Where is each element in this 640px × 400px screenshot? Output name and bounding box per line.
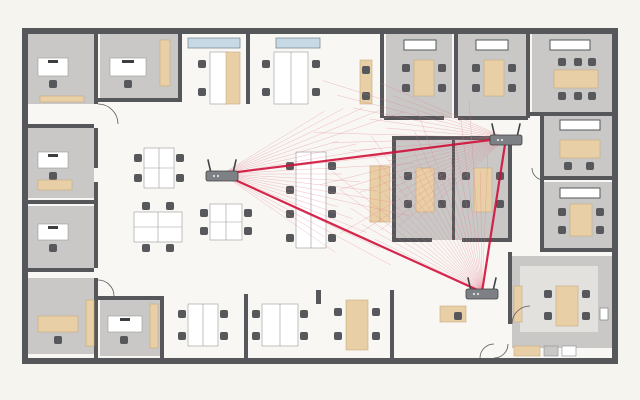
coverage-ray bbox=[221, 111, 404, 175]
coverage-ray bbox=[379, 137, 507, 231]
coverage-ray bbox=[414, 171, 483, 293]
coverage-ray bbox=[379, 82, 507, 139]
coverage-ray bbox=[221, 173, 336, 253]
coverage-ray bbox=[379, 137, 507, 194]
wifi-router-icon bbox=[465, 277, 499, 300]
coverage-ray bbox=[392, 211, 483, 293]
windows bbox=[187, 37, 601, 199]
routers bbox=[205, 123, 523, 300]
coverage-ray bbox=[352, 107, 507, 139]
wifi-router-icon bbox=[489, 123, 523, 146]
coverage-ray bbox=[221, 108, 384, 175]
coverage-ray bbox=[350, 207, 483, 293]
signal-link-ap-top-right-ap-bottom bbox=[480, 137, 508, 293]
coverage-ray bbox=[314, 132, 507, 139]
coverage-ray bbox=[221, 111, 325, 175]
coverage-ray bbox=[319, 137, 507, 186]
coverage-ray bbox=[481, 154, 489, 293]
coverage-ray bbox=[221, 173, 360, 182]
coverage-ray bbox=[447, 176, 483, 293]
coverage-ray bbox=[373, 155, 483, 293]
coverage-ray bbox=[460, 119, 483, 293]
coverage-ray bbox=[339, 137, 507, 190]
coverage-ray bbox=[221, 107, 364, 175]
coverage-ray bbox=[332, 137, 507, 143]
coverage-ray bbox=[340, 190, 483, 293]
coverage-ray bbox=[480, 172, 483, 293]
coverage-ray bbox=[221, 173, 338, 207]
coverage-ray bbox=[361, 224, 483, 293]
coverage-ray bbox=[369, 118, 507, 139]
coverage-ray bbox=[388, 137, 507, 162]
coverage-ray bbox=[399, 137, 507, 226]
signal-links bbox=[221, 136, 508, 294]
coverage-ray bbox=[332, 171, 483, 293]
coverage-ray bbox=[360, 137, 507, 234]
coverage-ray bbox=[221, 173, 353, 219]
doors bbox=[97, 103, 545, 359]
coverage-ray bbox=[221, 173, 378, 192]
coverage-ray bbox=[221, 173, 410, 217]
coverage-ray bbox=[378, 175, 483, 293]
coverage-ray bbox=[350, 137, 507, 151]
coverage-ray bbox=[398, 137, 507, 193]
signal-link-ap-open-office-ap-top-right bbox=[221, 136, 507, 176]
coverage-ray bbox=[221, 173, 392, 266]
meeting-tables bbox=[402, 58, 609, 357]
coverage-ray bbox=[221, 163, 414, 175]
coverage-ray bbox=[413, 151, 483, 293]
walls bbox=[22, 28, 618, 364]
coverage-ray bbox=[359, 137, 507, 193]
coverage-ray bbox=[393, 95, 507, 139]
coverage-ray bbox=[386, 127, 507, 139]
office-desks bbox=[37, 39, 171, 349]
coverage-ray bbox=[454, 138, 483, 293]
coverage-ray bbox=[221, 143, 357, 175]
coverage-ray bbox=[414, 131, 483, 293]
signal-link-ap-open-office-ap-bottom bbox=[221, 172, 483, 294]
coverage-ray bbox=[221, 141, 338, 175]
coverage-ray bbox=[417, 190, 483, 293]
coverage-ray bbox=[417, 111, 483, 293]
open-workstations bbox=[133, 51, 391, 351]
coverage-ray bbox=[468, 100, 483, 293]
coverage-ray bbox=[337, 95, 507, 139]
wifi-router-icon bbox=[205, 159, 239, 182]
coverage-ray bbox=[221, 173, 325, 237]
coverage-ray bbox=[449, 157, 483, 293]
coverage-ray bbox=[370, 135, 483, 293]
signal-coverage-rays bbox=[221, 80, 507, 293]
coverage-ray bbox=[384, 193, 483, 293]
coverage-ray bbox=[221, 108, 344, 175]
coverage-ray bbox=[322, 80, 507, 139]
